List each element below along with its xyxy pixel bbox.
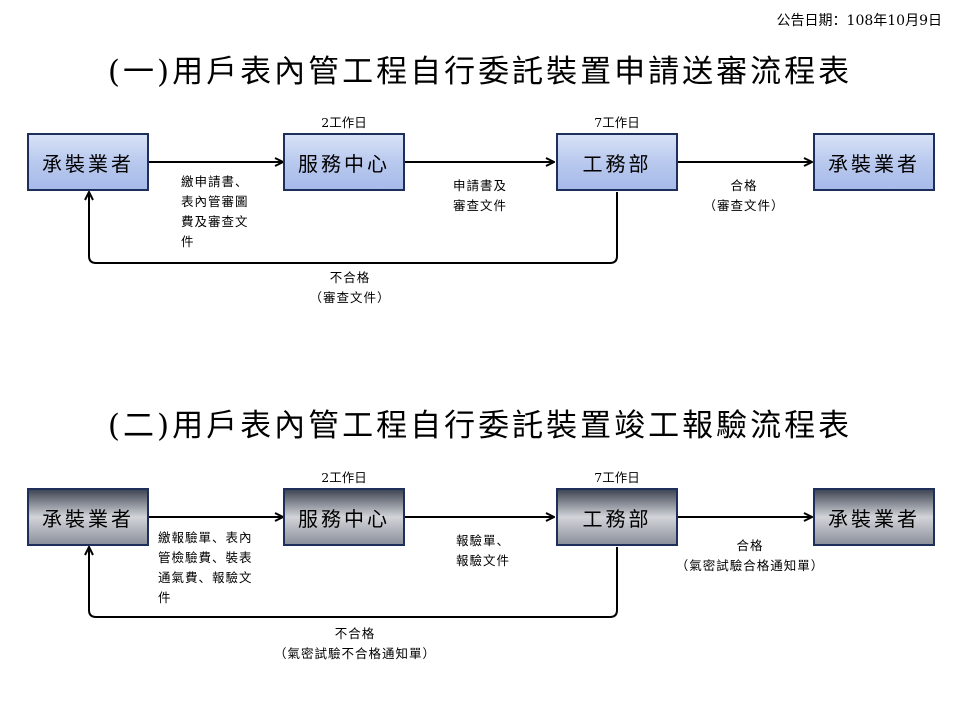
flow2-edge3-label: 合格（氣密試驗合格通知單）	[675, 538, 825, 573]
flow2-reject-label: 不合格（氣密試驗不合格通知單）	[273, 626, 436, 661]
flow2-box-contractor-start: 承裝業者	[27, 488, 149, 546]
flow2-edge1-label: 繳報驗單、表內管檢驗費、裝表通氣費、報驗文件	[158, 530, 253, 605]
flow1-edge1-label: 繳申請書、表內管審圖費及審查文件	[181, 174, 249, 249]
flow1-box-contractor-end: 承裝業者	[813, 133, 935, 191]
flow1-days-service: 2工作日	[321, 115, 367, 130]
flow1-title: (一)用戶表內管工程自行委託裝置申請送審流程表	[107, 54, 853, 90]
flow1-box-service-center: 服務中心	[283, 133, 405, 191]
flow2-box-service-center: 服務中心	[283, 488, 405, 546]
flow2-days-service: 2工作日	[321, 470, 367, 485]
flow1-edge3-label: 合格（審查文件）	[703, 178, 785, 213]
flow2-box-contractor-end: 承裝業者	[813, 488, 935, 546]
flow1-box-works-dept: 工務部	[556, 133, 678, 191]
flow2-days-works: 7工作日	[594, 470, 640, 485]
flow2-reject-arrow	[89, 547, 618, 618]
flow1-reject-label: 不合格（審查文件）	[309, 270, 391, 305]
flow1-reject-arrow	[89, 192, 618, 264]
flow2-title: (二)用戶表內管工程自行委託裝置竣工報驗流程表	[107, 408, 853, 444]
flow1-box-contractor-start: 承裝業者	[27, 133, 149, 191]
flow1-edge2-label: 申請書及審查文件	[452, 178, 507, 213]
flow2-edge2-label: 報驗單、報驗文件	[455, 533, 510, 568]
flow2-box-works-dept: 工務部	[556, 488, 678, 546]
flow1-days-works: 7工作日	[594, 115, 640, 130]
announce-date: 公告日期：108年10月9日	[776, 13, 942, 29]
